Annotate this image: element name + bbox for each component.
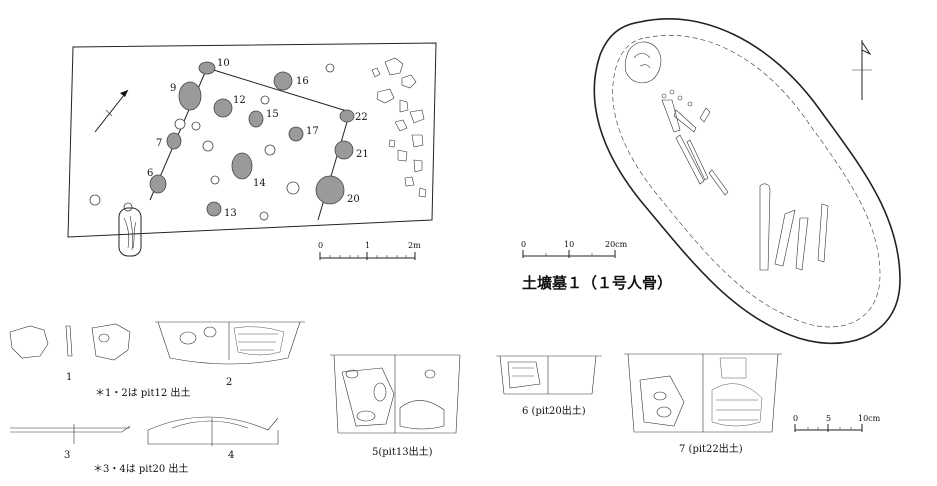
pit-map: 10 9 16 12 15 22 7 17 21 14 6 20 13 [67,42,437,260]
pit-22 [339,109,355,123]
artifact-label: 3 [64,450,70,461]
artifact-label: 5(pit13出土) [372,445,433,458]
pit-16 [273,71,293,91]
pit-14 [231,152,253,180]
pit-label: 22 [355,112,368,123]
artifact-label: 4 [228,450,234,461]
pit-9 [178,81,202,111]
artifact-6-drawing [496,355,602,395]
artifact-3-drawing [10,424,131,444]
artifact-label: 2 [226,377,232,388]
burial-outline [593,18,901,345]
pit-13 [206,201,222,217]
pit-label: 21 [356,149,369,160]
artifact-note: ＊3・4は pit20 出土 [93,462,188,475]
pit-label: 17 [306,126,319,137]
artifact-4-drawing [147,416,279,446]
pit-label: 16 [296,76,309,87]
pit-label: 13 [224,208,237,219]
scale-label: 0 [318,241,323,250]
pit-label: 10 [217,58,230,69]
artifact-2-drawing [155,321,305,365]
small-holes [89,63,335,221]
pit-label: 15 [266,109,279,120]
pit-21 [334,140,354,160]
scale-label: 0 [521,240,526,249]
artifact-label: 6 (pit20出土) [522,404,586,417]
skeleton-drawing [624,41,829,271]
scale-label: 20cm [605,240,628,249]
scale-label: 10 [564,240,574,249]
scale-label: 10cm [858,414,881,423]
north-arrow-icon [94,89,129,133]
pit-label: 20 [347,194,360,205]
scale-bar: 0 5 10cm [793,414,881,432]
artifact-7-drawing [624,353,782,433]
pit-20 [315,175,345,205]
pit-6 [149,174,167,194]
pit-10 [198,61,216,75]
burial-title: 土壙墓１（１号人骨） [522,274,672,292]
pit-15 [248,110,264,128]
excavation-area-outline [67,42,437,238]
artifact-label: 1 [66,372,72,383]
burial-plan: 0 10 20cm 土壙墓１（１号人骨） [521,18,901,345]
burial-inner-outline [612,35,881,328]
scale-label: 1 [365,241,370,250]
pit-17 [288,126,304,142]
pit-12 [213,98,233,118]
scale-label: 0 [793,414,798,423]
pit-7 [166,132,182,150]
pit-label: 6 [147,168,153,179]
artifacts: 1 2 ＊1・2は pit12 出土 3 4 ＊3・4は pit20 出土 [9,321,881,475]
scale-bar: 0 1 2m [318,241,421,260]
pit-label: 7 [156,138,162,149]
pit-label: 12 [233,95,246,106]
artifact-1-drawing [9,323,131,361]
scale-label: 2m [408,241,421,250]
north-arrow-icon [852,40,872,100]
scale-label: 5 [826,414,831,423]
stone-cluster [371,57,427,198]
pit-label: 9 [170,83,176,94]
pit-label: 14 [253,178,266,189]
scale-bar: 0 10 20cm [521,240,628,258]
artifact-label: 7 (pit22出土) [679,442,743,455]
pit-labels: 10 9 16 12 15 22 7 17 21 14 6 20 13 [147,58,369,219]
burial-pit-drawing [118,207,142,257]
artifact-5-drawing [330,354,461,434]
artifact-note: ＊1・2は pit12 出土 [95,386,190,399]
